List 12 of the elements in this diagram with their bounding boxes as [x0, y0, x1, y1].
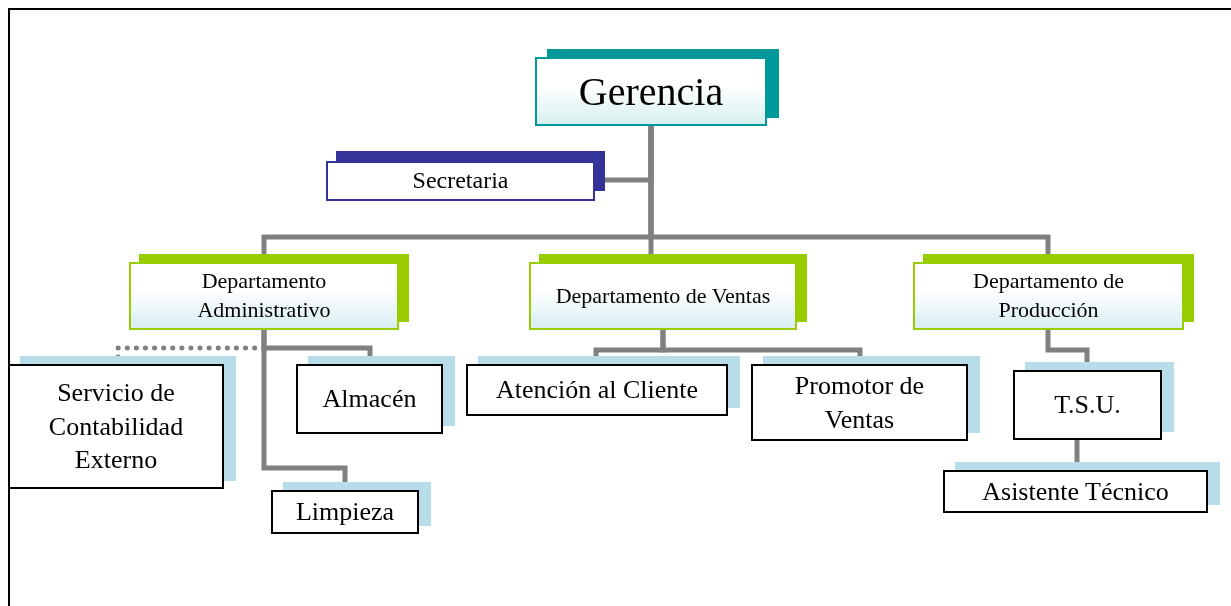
- box-label: Departamento Administrativo: [196, 267, 332, 324]
- box-label: Almacén: [322, 383, 417, 416]
- box-label: Atención al Cliente: [495, 374, 699, 407]
- box-label: Asistente Técnico: [982, 475, 1169, 508]
- box-label: Gerencia: [578, 67, 724, 116]
- box-label: Servicio de Contabilidad Externo: [47, 376, 185, 477]
- box-label: T.S.U.: [1054, 389, 1121, 422]
- box-label: Departamento de Producción: [972, 267, 1125, 324]
- box-label: Promotor de Ventas: [793, 369, 926, 436]
- box-label: Secretaria: [412, 166, 509, 196]
- box-label: Departamento de Ventas: [555, 281, 771, 310]
- box-label: Limpieza: [295, 496, 395, 529]
